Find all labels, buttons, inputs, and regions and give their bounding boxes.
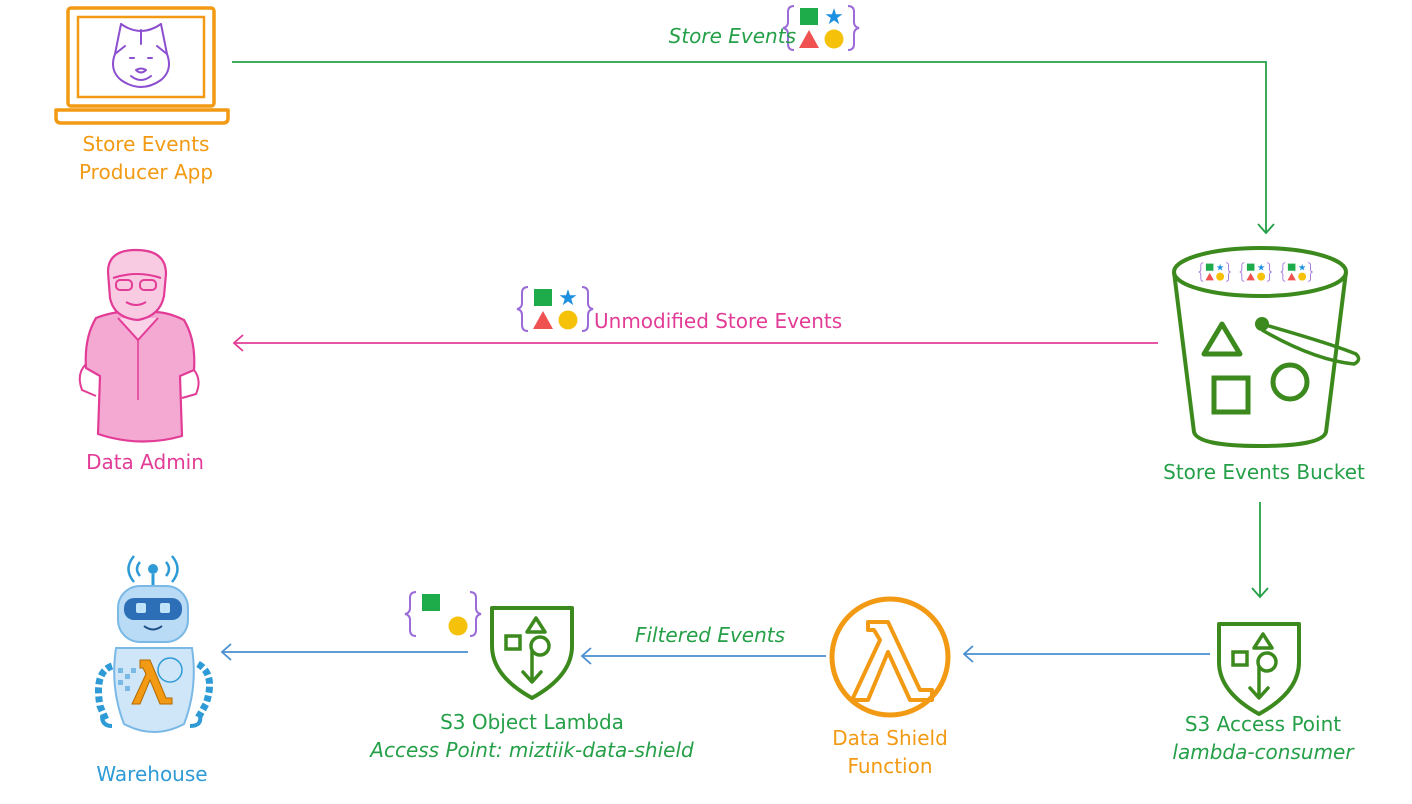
function-label: Data Shield Function	[790, 724, 990, 780]
edge-label-filtered: Filtered Events	[634, 623, 786, 647]
arrowhead-ap	[1251, 587, 1269, 599]
access-point-shield-icon	[1217, 622, 1301, 716]
warehouse-label: Warehouse	[96, 762, 208, 786]
bucket-label: Store Events Bucket	[1163, 460, 1365, 484]
edge-label-store-events: Store Events	[668, 24, 796, 48]
edge-store-events	[232, 61, 1267, 232]
function-label-line2: Function	[847, 754, 933, 778]
arrowhead-function	[962, 645, 974, 663]
robot-icon	[95, 555, 214, 733]
arrowhead-bucket	[1257, 223, 1275, 235]
person-icon	[78, 248, 200, 443]
object-lambda-shield-icon	[490, 606, 574, 700]
lambda-icon	[829, 596, 951, 718]
producer-label: Store Events Producer App	[56, 130, 236, 186]
object-lambda-label-line1: S3 Object Lambda	[440, 710, 624, 734]
admin-label: Data Admin	[86, 450, 204, 474]
access-point-label: S3 Access Point lambda-consumer	[1150, 710, 1376, 766]
access-point-label-line1: S3 Access Point	[1184, 712, 1342, 736]
object-lambda-label-line2: Access Point: miztiik-data-shield	[370, 738, 694, 762]
producer-label-line1: Store Events	[82, 132, 210, 156]
arrowhead-object-lambda	[580, 647, 592, 665]
unmodified-token-icon	[516, 285, 594, 332]
function-label-line1: Data Shield	[832, 726, 948, 750]
producer-label-line2: Producer App	[78, 160, 214, 184]
arrowhead-admin	[232, 334, 244, 352]
edge-label-unmodified: Unmodified Store Events	[594, 309, 843, 333]
access-point-label-line2: lambda-consumer	[1172, 740, 1354, 764]
s3-bucket-icon	[1172, 246, 1361, 448]
arrowhead-warehouse	[220, 643, 232, 661]
laptop-dog-icon	[54, 6, 230, 125]
object-lambda-label: S3 Object Lambda Access Point: miztiik-d…	[352, 708, 712, 764]
filtered-token-icon	[404, 591, 482, 637]
